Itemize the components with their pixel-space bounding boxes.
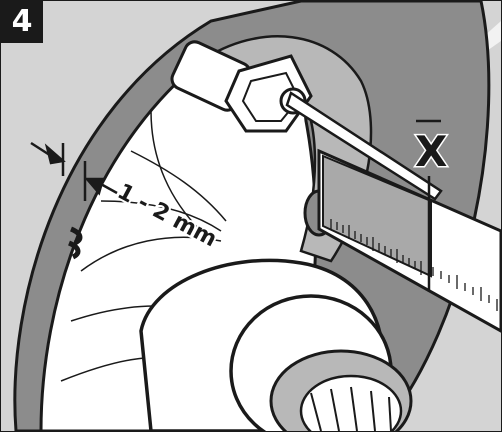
cylinder-ribs — [310, 386, 392, 431]
cylinder-body — [139, 258, 413, 431]
gap-dimension-arrows — [30, 141, 118, 201]
bolt-assembly — [170, 40, 313, 133]
notch-mark-upper — [69, 226, 83, 246]
step-number-badge: 4 — [1, 1, 43, 43]
notch-mark-lower — [67, 240, 81, 260]
threaded-rod — [285, 91, 443, 201]
gap-label: 1 - 2 mm — [113, 179, 221, 252]
measuring-ruler — [317, 148, 501, 333]
measure-x-label: X — [415, 127, 447, 176]
ruler-ticks — [330, 219, 498, 311]
